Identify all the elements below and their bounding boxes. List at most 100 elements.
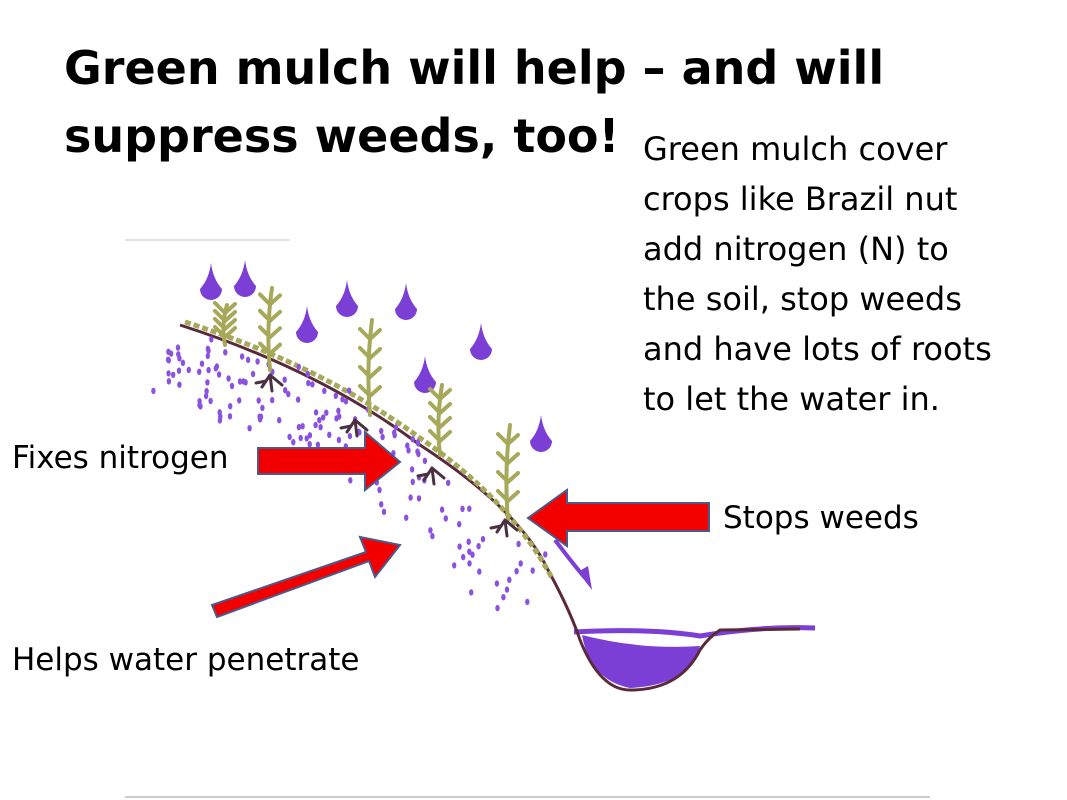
water-dot — [199, 360, 205, 367]
water-dot — [348, 477, 353, 484]
water-dot — [327, 431, 332, 438]
water-dot — [256, 397, 261, 404]
water-dot — [543, 551, 548, 558]
water-dot — [422, 457, 428, 464]
water-dot — [197, 368, 202, 375]
water-dot — [409, 466, 415, 473]
water-dot — [334, 415, 339, 422]
water-dot — [300, 423, 305, 430]
water-dot — [282, 376, 287, 383]
water-dot — [333, 392, 338, 399]
arrow-fixes-nitrogen-icon — [257, 429, 402, 493]
water-dot — [381, 508, 387, 515]
slide-title: Green mulch will help – and will suppres… — [64, 34, 884, 170]
description-line-5: and have lots of roots — [643, 330, 992, 368]
label-stops-weeds: Stops weeds — [723, 500, 919, 536]
label-fixes-nitrogen: Fixes nitrogen — [12, 440, 229, 476]
water-dot — [151, 387, 156, 395]
water-dot — [530, 567, 535, 574]
water-dot — [377, 486, 382, 494]
root-icon — [254, 373, 284, 393]
water-dot — [180, 359, 186, 366]
water-dot — [340, 396, 345, 403]
water-dot — [247, 425, 252, 432]
water-dot — [208, 397, 213, 405]
water-dot — [296, 363, 301, 371]
water-dot — [410, 436, 415, 443]
water-dot — [467, 560, 472, 567]
water-dot — [446, 479, 451, 486]
water-dot — [504, 586, 510, 593]
water-dot — [205, 345, 211, 352]
arrow-helps-water-icon — [210, 535, 402, 619]
water-dot — [171, 371, 176, 378]
water-dot — [439, 506, 445, 513]
water-dot — [175, 344, 181, 351]
water-dot — [476, 543, 481, 550]
water-dot — [217, 409, 222, 416]
water-dot — [514, 568, 519, 575]
water-dot — [466, 538, 471, 545]
water-dot — [404, 514, 409, 521]
water-dot — [315, 441, 321, 448]
water-pond — [582, 635, 700, 688]
water-dot — [270, 396, 275, 404]
water-dot — [307, 441, 312, 448]
water-dot — [197, 401, 202, 409]
root-icon — [416, 466, 446, 486]
water-dot — [295, 396, 301, 403]
water-dot — [205, 352, 210, 360]
raindrop-icon — [470, 323, 492, 360]
plant-icon — [213, 301, 237, 347]
description-line-2: crops like Brazil nut — [643, 180, 958, 218]
water-dot — [336, 407, 341, 414]
water-dot — [291, 439, 296, 446]
water-dot — [379, 501, 384, 508]
water-dot — [260, 404, 265, 412]
water-dot — [467, 548, 472, 555]
water-dot — [205, 379, 210, 386]
water-dot — [416, 495, 422, 502]
water-dot — [346, 387, 352, 394]
title-line-2: suppress weeds, too! — [64, 109, 620, 163]
mulch-layer — [184, 319, 555, 580]
water-dot — [243, 379, 248, 386]
water-dot — [216, 371, 222, 378]
water-dot — [250, 370, 256, 378]
water-dot — [457, 521, 462, 528]
description-line-6: to let the water in. — [643, 380, 940, 418]
water-dot — [324, 409, 329, 416]
water-dot — [318, 424, 323, 431]
raindrop-icon — [234, 260, 256, 297]
water-dot — [380, 433, 385, 441]
raindrop-icon — [296, 306, 318, 343]
root-icons — [254, 373, 519, 538]
water-dot — [507, 576, 512, 583]
water-dot — [393, 424, 399, 431]
water-dot — [405, 442, 410, 449]
water-dot — [177, 381, 182, 388]
water-dot — [460, 505, 465, 512]
title-line-1: Green mulch will help – and will — [64, 41, 885, 95]
water-dot — [415, 439, 420, 446]
water-dot — [228, 403, 233, 410]
water-dot — [209, 336, 214, 343]
water-dot — [226, 375, 231, 382]
water-dot — [392, 429, 397, 436]
water-dot — [310, 381, 315, 388]
water-dot — [480, 535, 486, 543]
description-line-1: Green mulch cover — [643, 130, 948, 168]
root-icon — [339, 418, 369, 438]
root-icon — [489, 518, 519, 538]
water-dot — [495, 604, 500, 612]
raindrop-icon — [200, 263, 222, 300]
description-text: Green mulch cover crops like Brazil nut … — [643, 124, 1063, 424]
plant-icon — [428, 383, 452, 457]
runoff-arrowhead-icon — [578, 566, 592, 590]
water-dot — [313, 421, 318, 429]
plant-icons — [213, 286, 520, 522]
water-dot — [408, 494, 413, 501]
water-dot — [223, 349, 228, 356]
water-dot — [317, 417, 322, 424]
water-dot — [245, 356, 251, 363]
